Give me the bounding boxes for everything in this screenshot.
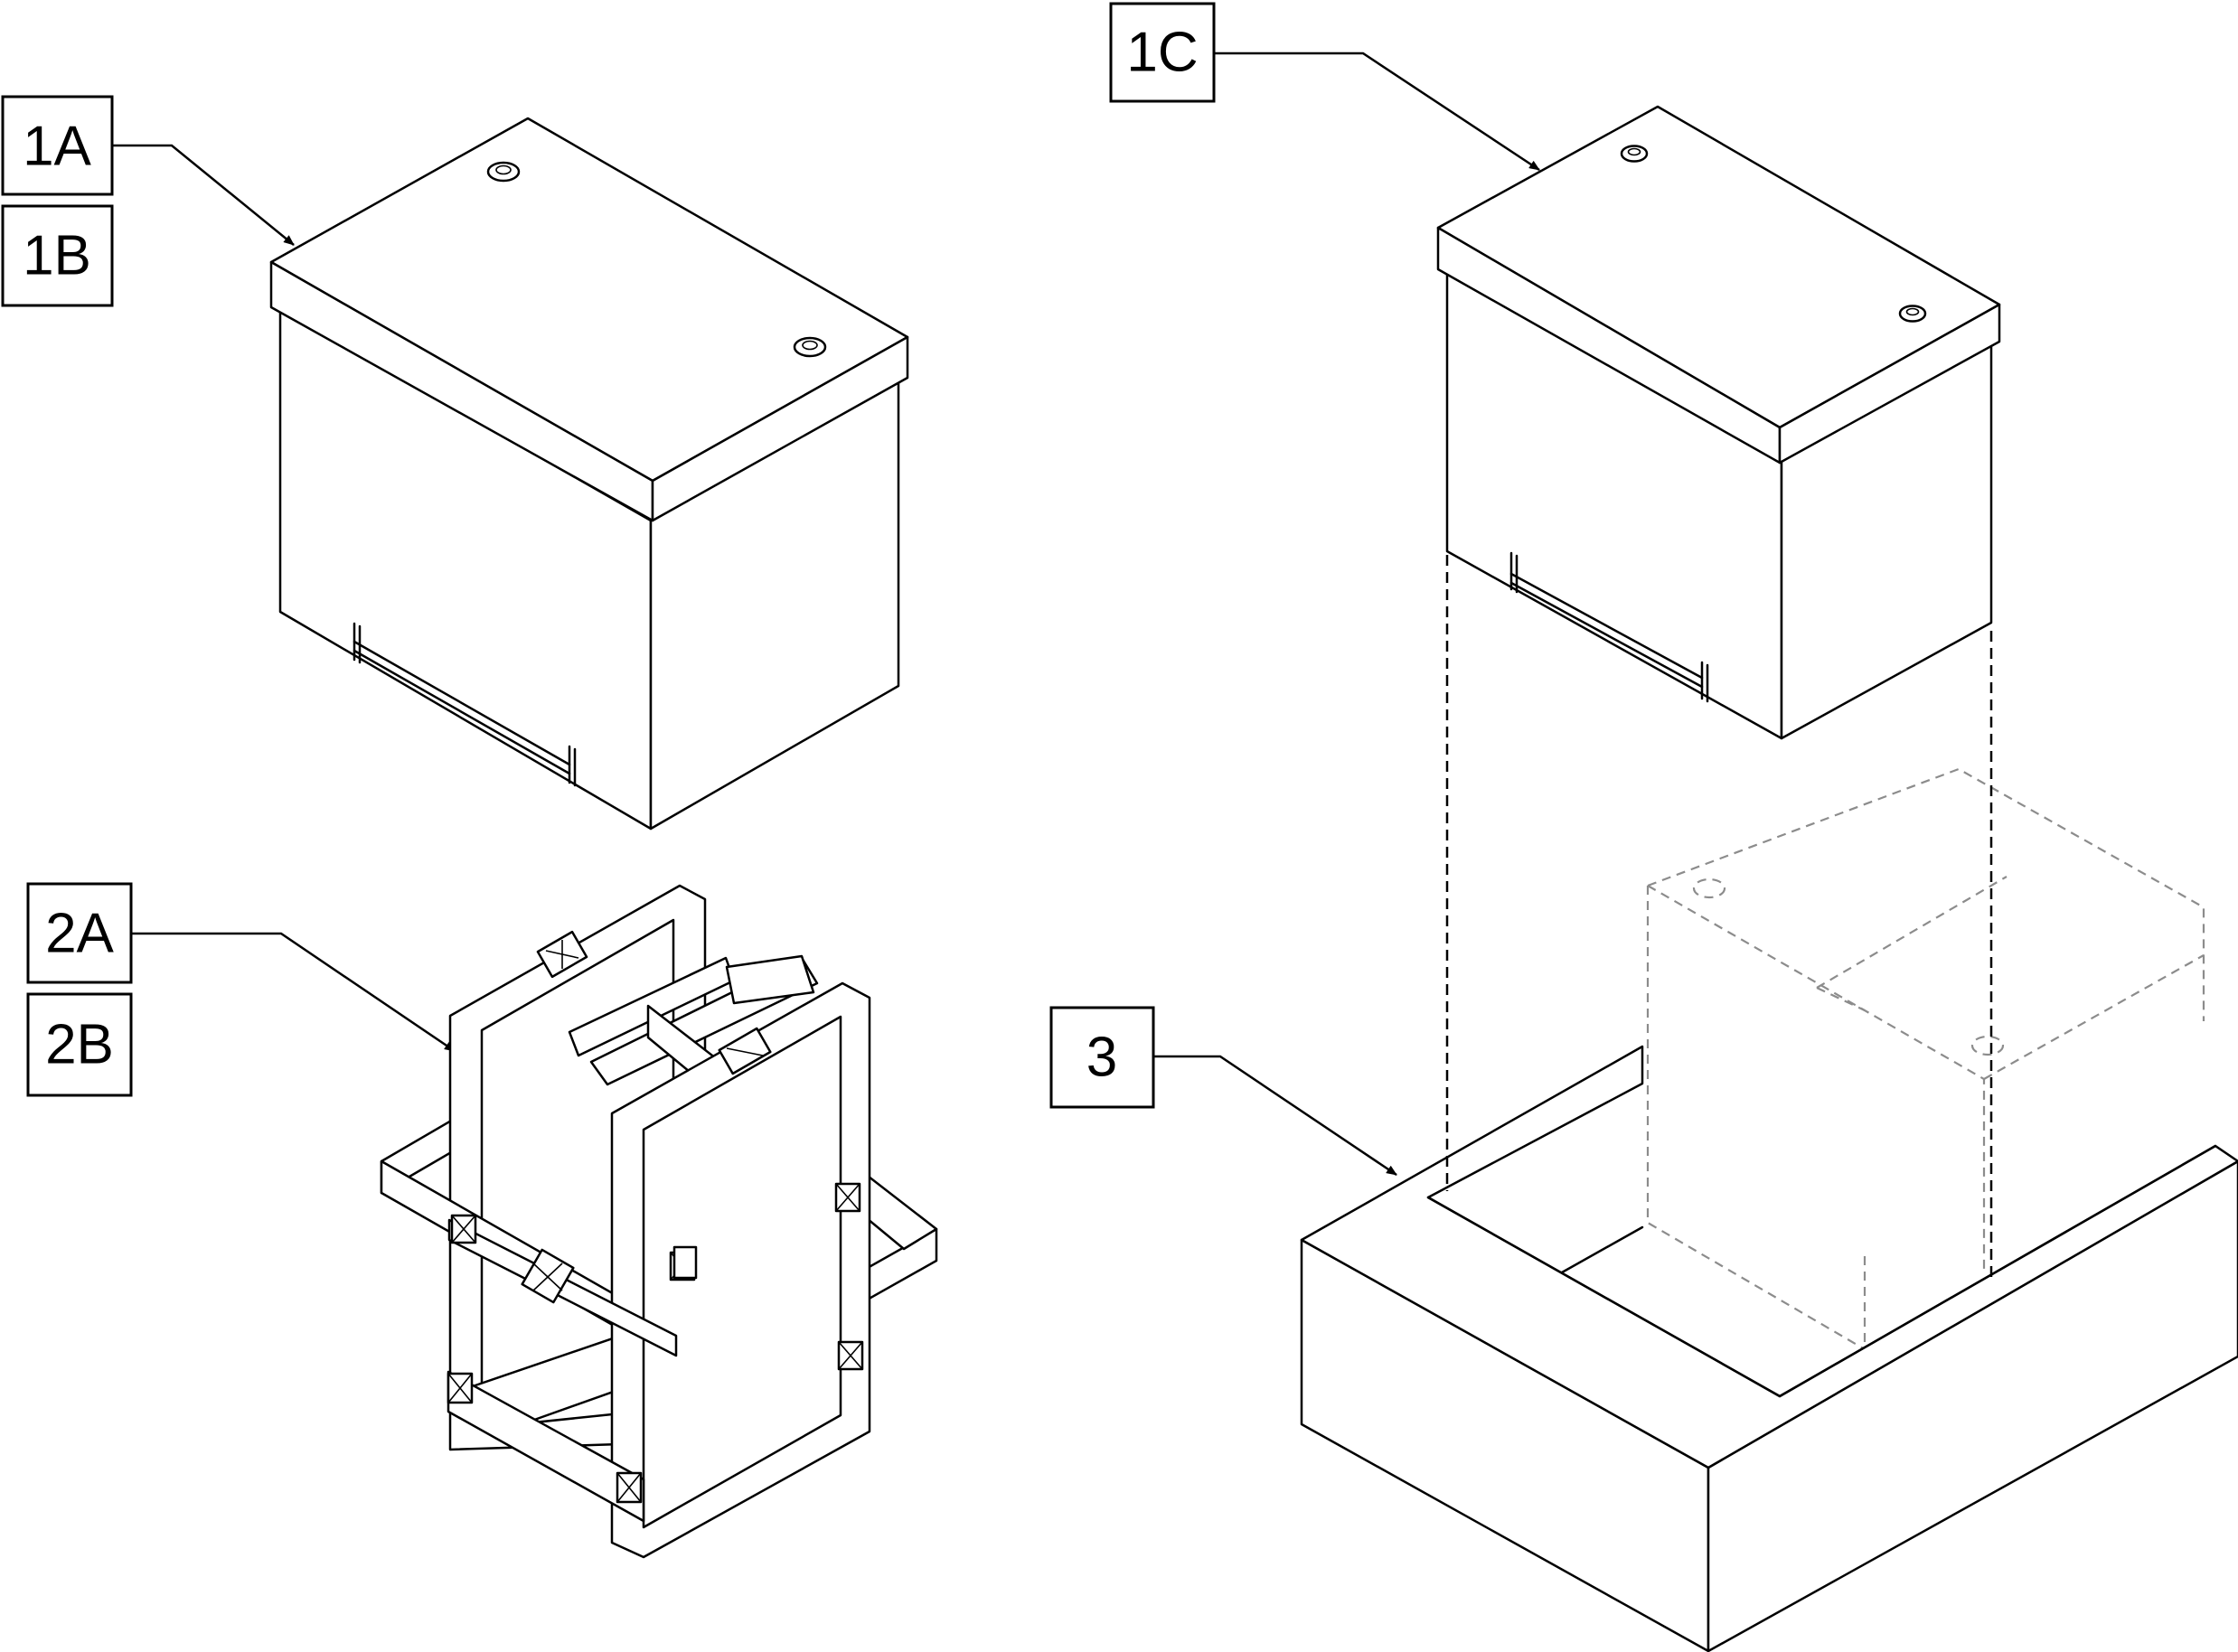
buckle-icon	[536, 930, 588, 979]
battery-frame-2a-2b	[380, 884, 938, 1559]
terminal-icon	[1898, 305, 1927, 323]
callout-2b-label: 2B	[45, 1014, 114, 1076]
leader-1c	[1214, 52, 1540, 172]
callout-2b[interactable]: 2B	[26, 992, 133, 1097]
callout-1c-label: 1C	[1126, 22, 1198, 84]
battery-1a-1b	[269, 117, 909, 831]
terminal-icon	[793, 336, 827, 358]
callout-1b[interactable]: 1B	[1, 204, 114, 307]
callout-3-label: 3	[1086, 1027, 1117, 1089]
handle-icon	[1509, 551, 1709, 703]
callout-3[interactable]: 3	[1049, 1006, 1155, 1109]
callout-2a-label: 2A	[45, 903, 114, 965]
terminal-icon	[1620, 145, 1649, 163]
callout-1b-label: 1B	[23, 225, 91, 287]
phantom-battery	[1646, 767, 2205, 1350]
callout-1a[interactable]: 1A	[1, 95, 114, 196]
bracket-icon	[447, 1372, 474, 1404]
battery-tray-3	[1300, 555, 2238, 1652]
callout-2a[interactable]: 2A	[26, 882, 133, 984]
handle-icon	[353, 622, 577, 787]
bracket-icon	[450, 1214, 477, 1244]
bracket-icon	[837, 1340, 864, 1371]
buckle-icon	[521, 1248, 575, 1304]
terminal-icon	[486, 161, 521, 183]
bracket-icon	[672, 1245, 698, 1280]
bracket-icon	[616, 1471, 643, 1504]
leader-3	[1153, 1055, 1397, 1177]
callout-1c[interactable]: 1C	[1109, 2, 1216, 103]
battery-1c	[1436, 105, 2001, 740]
callout-1a-label: 1A	[23, 116, 91, 178]
bracket-icon	[834, 1182, 861, 1213]
leader-2a	[131, 932, 456, 1053]
buckle-icon	[718, 1027, 772, 1075]
bracket-icon	[671, 1254, 694, 1281]
leader-1a	[112, 144, 295, 246]
